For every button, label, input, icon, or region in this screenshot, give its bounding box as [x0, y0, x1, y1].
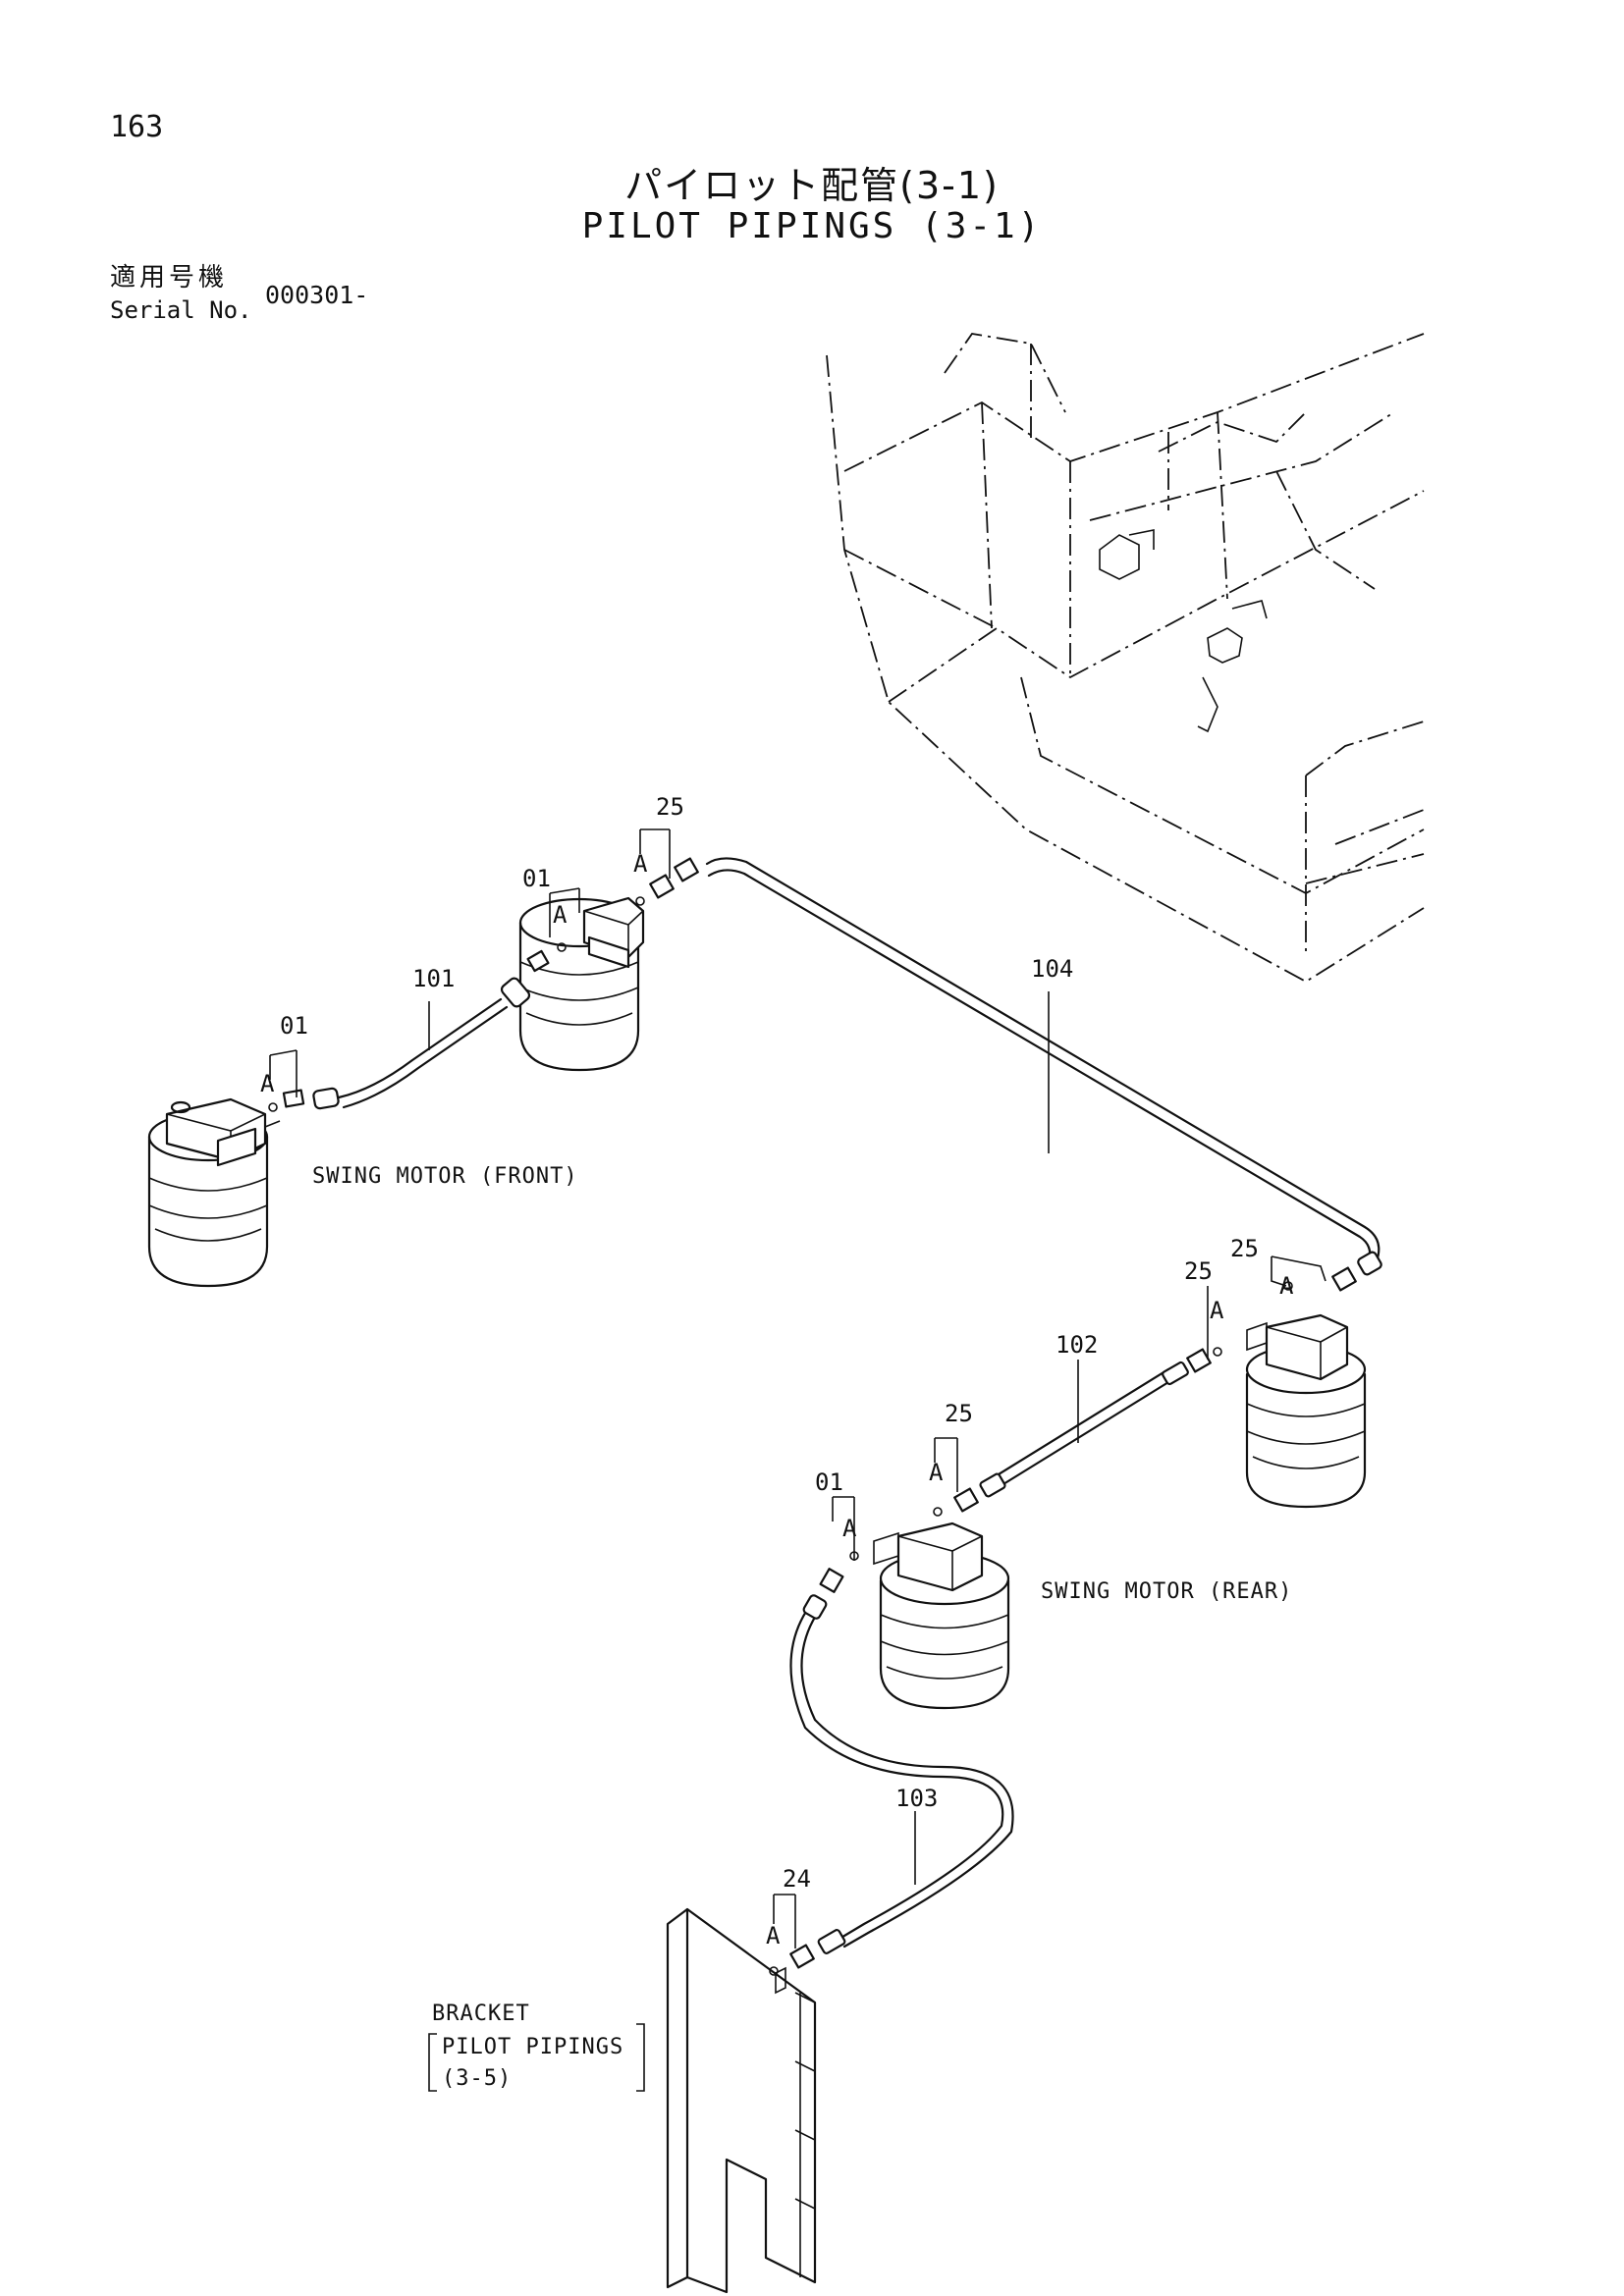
hose-103: [789, 1608, 1014, 1949]
callout-part-25-rear-lower: 25: [945, 1400, 973, 1427]
page-number: 163: [110, 110, 164, 144]
label-bracket-ref-line1: PILOT PIPINGS: [442, 2035, 623, 2059]
label-swing-motor-front: SWING MOTOR (FRONT): [312, 1164, 578, 1189]
callout-part-25-rear-mid: 25: [1184, 1257, 1213, 1285]
swing-motor-front: [147, 1097, 281, 1288]
page-title-japanese: パイロット配管(3-1): [624, 164, 1000, 207]
callout-detail-a: A: [766, 1922, 781, 1949]
serial-number-value: 000301-: [265, 281, 369, 309]
callout-hose-101: 101: [412, 965, 455, 992]
swing-motor-rear-right: [1245, 1313, 1367, 1509]
hose-101: [337, 997, 509, 1109]
swing-motor-rear-lower: [873, 1522, 1010, 1710]
serial-label-english: Serial No.: [110, 296, 252, 324]
callout-detail-a: A: [633, 850, 648, 878]
callout-part-25-front-upper: 25: [656, 793, 684, 821]
callout-detail-a: A: [1279, 1272, 1294, 1300]
callout-part-01-front: 01: [280, 1012, 308, 1040]
label-swing-motor-rear: SWING MOTOR (REAR): [1041, 1579, 1292, 1604]
label-bracket: BRACKET: [432, 2002, 530, 2026]
serial-label-japanese: 適用号機: [110, 263, 229, 293]
callout-hose-104: 104: [1031, 955, 1073, 983]
callout-part-01-rear: 01: [815, 1468, 843, 1496]
callout-detail-a: A: [1210, 1297, 1224, 1324]
hose-104: [705, 857, 1380, 1266]
callout-detail-a: A: [260, 1070, 275, 1097]
callout-detail-a: A: [553, 901, 568, 929]
callout-part-25-rear-upper: 25: [1230, 1235, 1259, 1262]
callout-part-24: 24: [783, 1865, 811, 1893]
leader-lines: [269, 828, 1326, 1949]
callout-detail-a: A: [929, 1459, 944, 1486]
callout-hose-103: 103: [895, 1785, 938, 1812]
swing-motor-front-upper: [518, 896, 645, 1072]
bracket-plate: [666, 1907, 817, 2294]
label-bracket-ref-line2: (3-5): [442, 2066, 512, 2091]
bracket-reference-brackets: [428, 2023, 645, 2092]
callout-detail-a: A: [842, 1515, 857, 1542]
page-title-english: PILOT PIPINGS (3-1): [581, 206, 1043, 246]
callout-hose-102: 102: [1056, 1331, 1098, 1359]
upperstructure-frame-outline: [826, 333, 1425, 984]
hose-102: [992, 1367, 1175, 1489]
callout-part-01-front-upper: 01: [522, 865, 551, 892]
fittings: [268, 857, 1382, 1976]
